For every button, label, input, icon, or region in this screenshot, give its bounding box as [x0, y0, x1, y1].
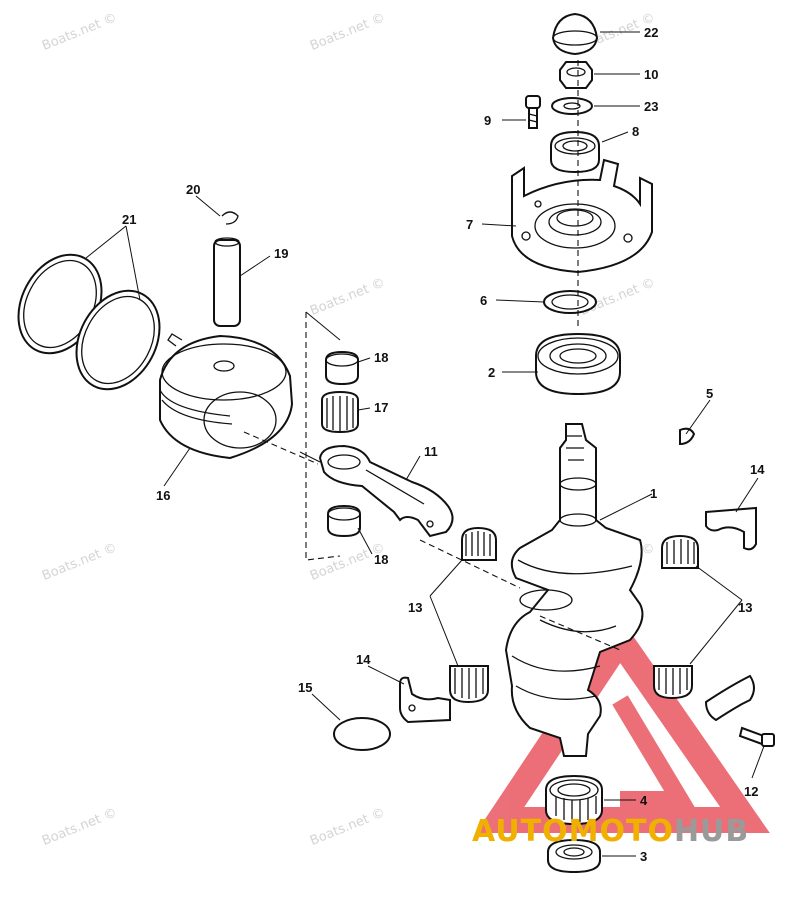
part-13-bearing-right-top: [661, 534, 699, 569]
callout-23: 23: [644, 99, 658, 114]
part-11-connecting-rod: [318, 444, 454, 538]
part-7-housing: [511, 158, 653, 274]
leader-lines: [85, 31, 765, 857]
part-5-key: [679, 427, 696, 446]
callout-11: 11: [424, 444, 438, 459]
part-4-bearing: [545, 774, 603, 826]
callout-15: 15: [298, 680, 312, 695]
callout-14-left: 14: [356, 652, 371, 667]
part-13-bearing-left-top: [461, 526, 497, 561]
callout-18-bottom: 18: [374, 552, 388, 567]
callout-5: 5: [706, 386, 713, 401]
part-10-nut: [559, 61, 593, 89]
assembly-bracket: [305, 312, 341, 561]
part-21-piston-rings: [17, 253, 161, 391]
part-1-crankshaft: [504, 423, 644, 757]
part-18-washer-top: [325, 350, 359, 386]
part-2-bearing: [535, 332, 621, 396]
brand-wordmark-primary: AUTOMOTO: [472, 814, 674, 849]
callout-2: 2: [488, 365, 495, 380]
callout-13-left: 13: [408, 600, 422, 615]
part-9-screw: [525, 95, 541, 129]
callout-9: 9: [484, 113, 491, 128]
callout-19: 19: [274, 246, 288, 261]
part-8-seal: [550, 130, 600, 174]
part-20-clip: [221, 211, 239, 225]
callout-14-right: 14: [750, 462, 765, 477]
brand-wordmark: AUTOMOTOHUB: [472, 814, 749, 849]
part-6-ring: [543, 290, 597, 314]
callout-16: 16: [156, 488, 170, 503]
callout-18-top: 18: [374, 350, 388, 365]
callout-6: 6: [480, 293, 487, 308]
part-14-retainer-right: [705, 506, 757, 551]
callout-17: 17: [374, 400, 388, 415]
part-23-washer: [551, 97, 593, 115]
callout-7: 7: [466, 217, 473, 232]
part-14-retainer-bottom-right: [704, 674, 755, 722]
assembly-dash-lines: [243, 431, 621, 651]
part-12-screw: [738, 726, 775, 747]
callout-3: 3: [640, 849, 647, 864]
assembly-bracket-ticks: [299, 311, 341, 463]
part-19-piston-pin: [213, 237, 241, 327]
callout-13-right: 13: [738, 600, 752, 615]
callout-4: 4: [640, 793, 648, 808]
part-13-bearing-left-bottom: [449, 665, 489, 704]
callout-10: 10: [644, 67, 658, 82]
part-16-piston: [159, 333, 294, 460]
callout-8: 8: [632, 124, 639, 139]
part-14-retainer-left: [399, 676, 451, 724]
part-22-cap: [551, 12, 599, 56]
part-18-washer-bottom: [327, 504, 361, 538]
callout-22: 22: [644, 25, 658, 40]
part-3-seal: [547, 838, 601, 874]
callout-20: 20: [186, 182, 200, 197]
callout-21: 21: [122, 212, 136, 227]
part-17-needle-bearing: [321, 390, 359, 434]
callout-12: 12: [744, 784, 758, 799]
callout-1: 1: [650, 486, 657, 501]
part-13-bearing-right-bottom: [653, 665, 693, 700]
part-15-o-ring: [333, 717, 391, 751]
brand-wordmark-secondary: HUB: [673, 814, 750, 849]
